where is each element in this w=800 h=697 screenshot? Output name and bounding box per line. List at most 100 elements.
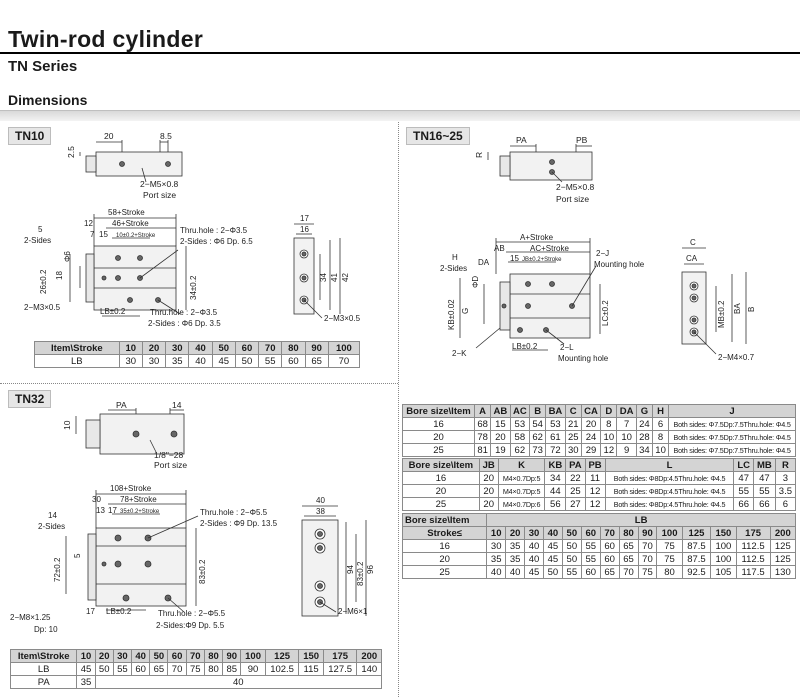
table-cell: Both sides: Φ7.5Dp:7.5Thru.hole: Φ4.5: [668, 443, 796, 457]
header-cell: 125: [264, 649, 300, 663]
table-row: 25 40 40 45 50 55 60 65 70 75 80 92.5 10…: [401, 565, 797, 579]
table-cell: 50: [94, 662, 114, 676]
header-cell: 80: [281, 341, 306, 355]
table-cell: 80: [656, 565, 683, 579]
tn10-dim-15: 15: [99, 230, 108, 239]
table-cell: 6: [774, 497, 797, 511]
table-cell: 61: [545, 430, 566, 444]
table-cell: 3.5: [774, 484, 797, 498]
tn16-end-ba: BA: [733, 303, 742, 314]
tn32-dim-78: 78+Stroke: [120, 495, 157, 504]
header-cell: Bore size\Item: [401, 513, 488, 527]
tn32-sides-top: 2-Sides : Φ9 Dp. 13.5: [200, 519, 278, 528]
table-cell: 25: [401, 565, 488, 579]
header-cell: 90: [637, 526, 658, 540]
table-cell: 20: [580, 417, 602, 431]
header-cell: A: [474, 404, 492, 418]
header-cell: J: [668, 404, 796, 418]
header-cell: 30: [524, 526, 544, 540]
table-cell: 40: [188, 354, 213, 368]
tn16-mounting-hole: Mounting hole: [594, 260, 645, 269]
table-cell: 125: [769, 552, 797, 566]
tn16-d: ΦD: [471, 276, 480, 288]
tn16-end-ca: CA: [686, 254, 698, 263]
table-cell: 16: [402, 471, 480, 485]
tn16-25-drawing: PA PB R 2−M5×0.8 Port size A+Stroke AB A…: [440, 135, 756, 363]
tn32-sides-bot: 2-Sides:Φ9 Dp. 5.5: [156, 621, 225, 630]
table-cell: 35: [165, 354, 190, 368]
header-cell: 200: [769, 526, 797, 540]
tn10-table: Item\Stroke 10 20 30 40 50 60 70 80 90 1…: [34, 341, 361, 368]
tn16-15: 15: [510, 254, 519, 263]
tn32-dim-10: 10: [62, 420, 72, 430]
tn16-25-table-3: Bore size\Item LB Stroke≤ 10 20 30 40 50…: [401, 513, 797, 579]
header-cell: 175: [735, 526, 771, 540]
header-cell: KB: [544, 458, 567, 472]
tn32-dim-pitch: 35±0.2+Stroke: [120, 509, 160, 515]
header-cell: Stroke≤: [401, 526, 488, 540]
header-cell: 20: [505, 526, 526, 540]
header-cell: 125: [681, 526, 712, 540]
header-cell: Bore size\Item: [401, 404, 476, 418]
table-cell: 29: [580, 443, 602, 457]
table-cell: 115: [298, 662, 324, 676]
table-row: Bore size\Item A AB AC B BA C CA D DA G …: [401, 404, 796, 418]
table-cell: 16: [401, 417, 476, 431]
table-cell: 53: [509, 417, 531, 431]
tn10-dim-85: 8.5: [160, 131, 172, 141]
table-cell: 50: [561, 539, 582, 553]
table-cell: 19: [490, 443, 511, 457]
table-row: LB 30 30 35 40 45 50 55 60 65 70: [34, 354, 361, 368]
table-cell: 50: [561, 552, 582, 566]
table-cell: 47: [752, 471, 776, 485]
table-cell: 16: [401, 539, 488, 553]
tn10-port-caption: Port size: [143, 190, 176, 200]
table-cell: 130: [769, 565, 797, 579]
table-cell: 55: [580, 552, 601, 566]
header-cell: 50: [211, 341, 236, 355]
table-cell: 112.5: [735, 552, 771, 566]
table-cell: 117.5: [735, 565, 771, 579]
table-cell: 56: [544, 497, 567, 511]
header-cell: 100: [656, 526, 683, 540]
table-row: PA 35 40: [9, 675, 383, 689]
header-cell: 100: [327, 341, 361, 355]
tn16-da: DA: [478, 258, 490, 267]
table-cell: 20: [401, 552, 488, 566]
tn10-end-42: 42: [341, 273, 350, 282]
table-row: Stroke≤ 10 20 30 40 50 60 70 80 90 100 1…: [401, 526, 797, 540]
tn16-top-body: [509, 151, 593, 181]
tn32-m8: 2−M8×1.25: [10, 613, 51, 622]
section-title: Dimensions: [8, 92, 88, 108]
tn32-dim-13: 13: [96, 506, 105, 515]
tn32-lb: LB±0.2: [106, 607, 132, 616]
table-row: Item\Stroke 10 20 30 40 50 60 70 80 90 1…: [9, 649, 382, 663]
table-cell: 70: [637, 552, 658, 566]
table-row: Bore size\Item LB: [401, 513, 796, 527]
table-cell: LB: [34, 354, 120, 368]
tn32-dim-5: 5: [73, 553, 82, 558]
header-cell: 80: [203, 649, 224, 663]
tn32-dim-108: 108+Stroke: [110, 484, 152, 493]
table-cell: 10: [600, 430, 618, 444]
tn32-dim-83: 83±0.2: [198, 559, 207, 584]
tn16-h: H: [452, 253, 458, 262]
tn10-end-17: 17: [300, 214, 309, 223]
header-cell: 50: [149, 649, 169, 663]
table-cell: 24: [580, 430, 602, 444]
header-cell: BA: [545, 404, 566, 418]
tn16-end-b: B: [747, 307, 756, 312]
header-cell: 70: [258, 341, 283, 355]
header-cell: 40: [131, 649, 151, 663]
table-cell: 65: [149, 662, 169, 676]
table-cell: 55: [733, 484, 754, 498]
header-cell: AC: [509, 404, 531, 418]
table-cell: 25: [401, 443, 476, 457]
header-cell: 30: [112, 649, 133, 663]
table-cell: 65: [618, 539, 639, 553]
tn32-dim-30: 30: [92, 495, 101, 504]
tn32-dim-72: 72±0.2: [53, 557, 62, 582]
table-cell: 62: [509, 443, 531, 457]
table-cell: 6: [651, 417, 670, 431]
tn32-end-m6: 2−M6×1: [338, 607, 368, 616]
